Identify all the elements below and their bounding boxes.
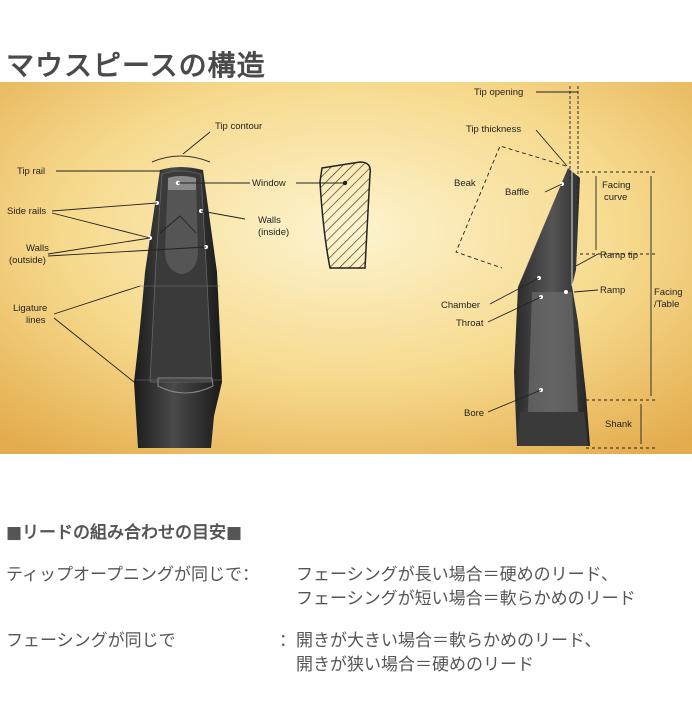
guide-row-2-line2: 開きが狭い場合＝硬めのリード bbox=[296, 655, 534, 675]
front-view-mouthpiece bbox=[134, 155, 222, 448]
label-tip-opening: Tip opening bbox=[474, 87, 523, 98]
label-ramp-tip: Ramp tip bbox=[600, 250, 638, 261]
label-ligature-1: Ligature bbox=[13, 303, 47, 314]
label-walls-outside-1: Walls bbox=[26, 243, 49, 254]
label-side-rails: Side rails bbox=[7, 206, 46, 217]
window-cross-section bbox=[319, 161, 372, 269]
guide-row-2-colon: ： bbox=[279, 631, 296, 651]
label-walls-inside-1: Walls bbox=[258, 215, 281, 226]
guide-row-1-condition: ティップオープニングが同じで： bbox=[6, 565, 259, 585]
side-view-mouthpiece bbox=[514, 166, 590, 446]
front-leader-lines bbox=[47, 131, 250, 383]
label-baffle: Baffle bbox=[505, 187, 529, 198]
mouthpiece-diagram: Tip contour Tip rail Window Side rails W… bbox=[0, 82, 692, 454]
label-chamber: Chamber bbox=[441, 300, 480, 311]
label-tip-rail: Tip rail bbox=[17, 166, 45, 177]
label-walls-outside-2: (outside) bbox=[9, 255, 46, 266]
page-title: マウスピースの構造 bbox=[6, 49, 266, 82]
label-facing-table-1: Facing bbox=[654, 287, 683, 298]
label-window: Window bbox=[252, 178, 286, 189]
label-facing-table-2: /Table bbox=[654, 299, 679, 310]
label-shank: Shank bbox=[605, 419, 632, 430]
label-facing-curve-2: curve bbox=[604, 192, 627, 203]
guide-row-2-condition: フェーシングが同じで bbox=[6, 631, 176, 651]
guide-row-1-line1: フェーシングが長い場合＝硬めのリード、 bbox=[296, 565, 618, 585]
label-ramp: Ramp bbox=[600, 285, 625, 296]
label-ligature-2: lines bbox=[26, 315, 46, 326]
label-throat: Throat bbox=[456, 318, 484, 329]
label-bore: Bore bbox=[464, 408, 484, 419]
label-walls-inside-2: (inside) bbox=[258, 227, 289, 238]
guide-row-1-line2: フェーシングが短い場合＝軟らかめのリード bbox=[296, 589, 636, 609]
guide-heading: ■リードの組み合わせの目安■ bbox=[6, 523, 243, 543]
label-beak: Beak bbox=[454, 178, 476, 189]
label-facing-curve-1: Facing bbox=[602, 180, 631, 191]
guide-row-2-line1: 開きが大きい場合＝軟らかめのリード、 bbox=[296, 631, 602, 651]
side-leader-lines bbox=[455, 86, 656, 449]
label-tip-thickness: Tip thickness bbox=[466, 124, 521, 135]
label-tip-contour: Tip contour bbox=[215, 121, 262, 132]
